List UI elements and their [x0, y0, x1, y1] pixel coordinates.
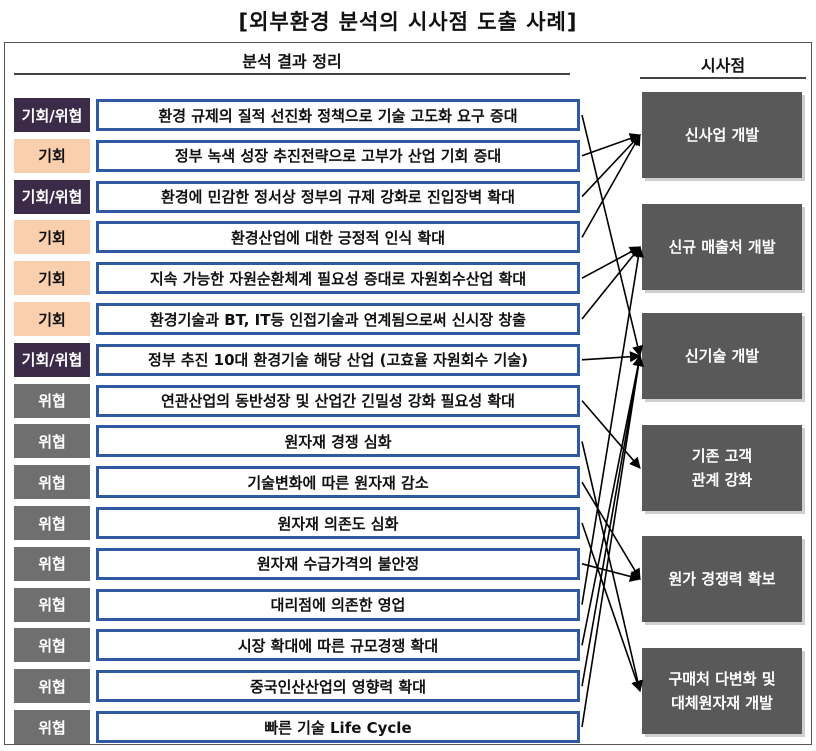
link-arrow — [581, 522, 643, 693]
row-tag: 기회 — [14, 138, 90, 173]
link-arrow — [581, 354, 644, 687]
row-tag: 기회 — [14, 302, 90, 336]
link-arrow — [581, 245, 644, 605]
link-arrow — [581, 246, 641, 320]
link-arrow — [581, 481, 641, 580]
row-tag: 위협 — [14, 506, 90, 540]
analysis-item: 환경산업에 대한 긍정적 인식 확대 — [96, 221, 580, 254]
row-tag: 위협 — [14, 424, 90, 459]
analysis-item: 원자재 경쟁 심화 — [96, 425, 580, 458]
implication-box: 구매처 다변화 및 대체원자재 개발 — [642, 648, 802, 734]
link-arrow — [581, 400, 641, 469]
row-tag: 위협 — [14, 383, 90, 418]
left-column-header: 분석 결과 정리 — [242, 52, 342, 71]
link-arrow — [581, 351, 642, 363]
row-tag: 위협 — [14, 465, 90, 500]
implication-box: 원가 경쟁력 확보 — [642, 536, 802, 622]
row-tag: 기회/위협 — [14, 98, 90, 132]
left-header-underline — [14, 73, 570, 75]
implication-box: 신기술 개발 — [642, 313, 802, 399]
link-arrow — [581, 354, 644, 646]
row-tag: 기회 — [14, 220, 90, 255]
implication-box: 기존 고객 관계 강화 — [642, 425, 802, 511]
right-column-header: 시사점 — [700, 56, 746, 75]
link-arrow — [581, 134, 641, 238]
outer-frame — [4, 42, 812, 745]
row-tag: 위협 — [14, 710, 90, 744]
right-header-underline — [640, 77, 806, 79]
analysis-item: 기술변화에 따른 원자재 감소 — [96, 466, 580, 499]
analysis-item: 연관산업의 동반성장 및 산업간 긴밀성 강화 필요성 확대 — [96, 384, 580, 417]
row-tag: 위협 — [14, 628, 90, 663]
link-arrow — [581, 563, 642, 582]
analysis-item: 대리점에 의존한 영업 — [96, 588, 580, 621]
analysis-item: 중국인산산업의 영향력 확대 — [96, 670, 580, 703]
analysis-item: 원자재 수급가격의 불안정 — [96, 547, 580, 580]
analysis-item: 원자재 의존도 심화 — [96, 507, 580, 539]
analysis-item: 지속 가능한 자원순환체계 필요성 증대로 자원회수산업 확대 — [96, 262, 580, 295]
row-tag: 위협 — [14, 587, 90, 622]
analysis-item: 환경에 민감한 정서상 정부의 규제 강화로 진입장벽 확대 — [96, 180, 580, 213]
link-arrow — [581, 246, 641, 279]
link-arrow — [581, 114, 644, 358]
row-tag: 기회 — [14, 261, 90, 296]
row-tag: 기회/위협 — [14, 342, 90, 377]
analysis-item: 환경기술과 BT, IT등 인접기술과 연계됨으로써 신시장 창출 — [96, 303, 580, 335]
analysis-item: 빠른 기술 Life Cycle — [96, 711, 580, 743]
analysis-item: 시장 확대에 따른 규모경쟁 확대 — [96, 629, 580, 662]
implication-box: 신사업 개발 — [642, 92, 802, 178]
row-tag: 기회/위협 — [14, 179, 90, 214]
analysis-item: 정부 녹색 성장 추진전략으로 고부가 산업 기회 증대 — [96, 139, 580, 172]
link-arrow — [581, 354, 644, 728]
diagram-title: [외부환경 분석의 시사점 도출 사례] — [238, 10, 578, 34]
row-tag: 위협 — [14, 669, 90, 704]
link-arrow — [581, 441, 644, 693]
row-tag: 위협 — [14, 546, 90, 581]
implication-box: 신규 매출처 개발 — [642, 204, 802, 290]
analysis-item: 정부 추진 10대 환경기술 해당 산업 (고효율 자원회수 기술) — [96, 343, 580, 376]
analysis-item: 환경 규제의 질적 선진화 정책으로 기술 고도화 요구 증대 — [96, 99, 580, 131]
